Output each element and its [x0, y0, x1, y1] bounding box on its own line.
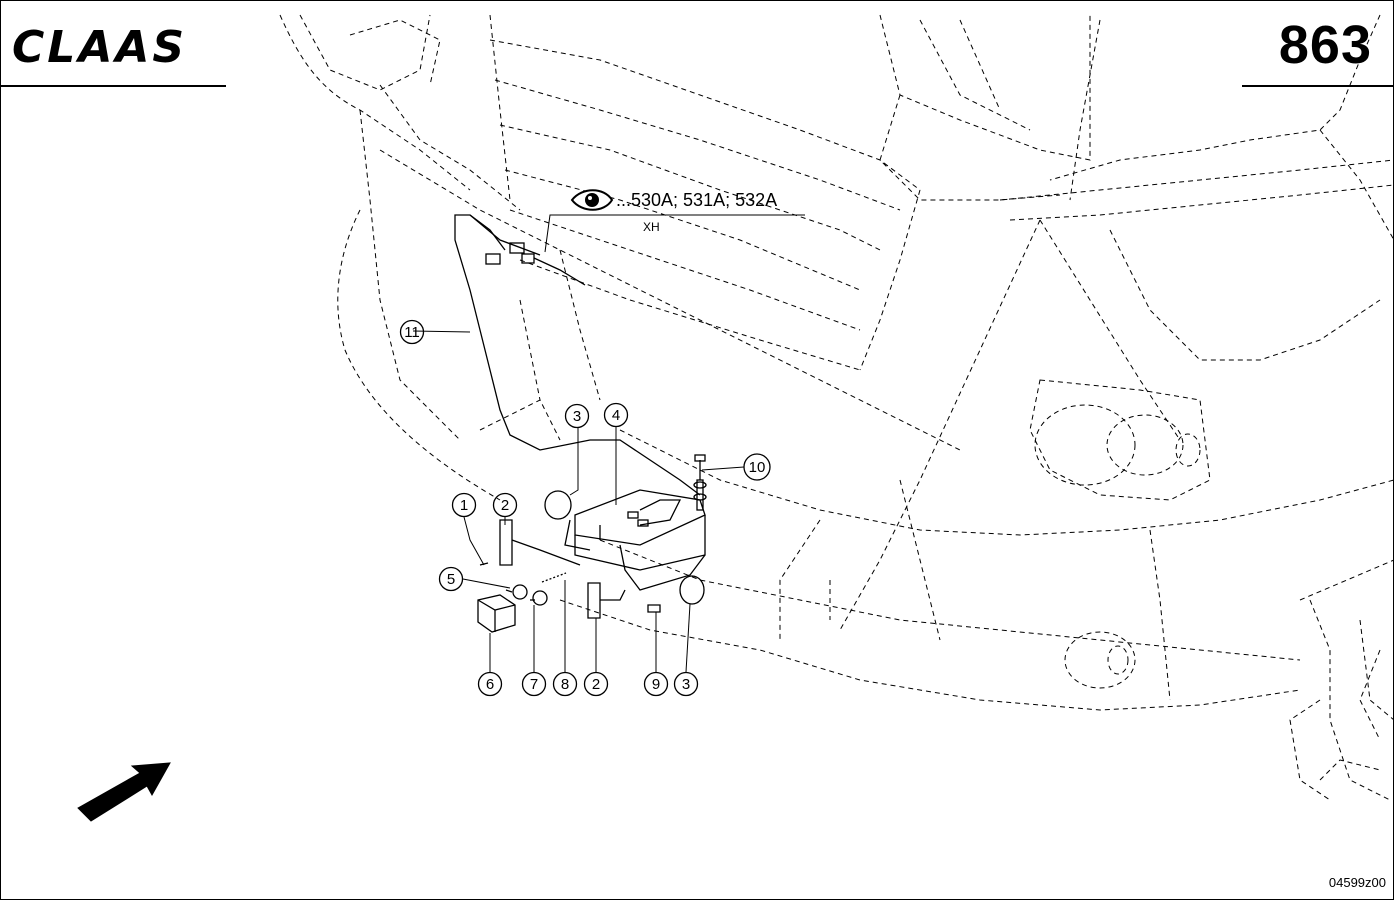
eye-icon [570, 189, 614, 211]
callout-3-bottom: 3 [673, 671, 699, 697]
callout-1: 1 [451, 492, 477, 518]
callout-4: 4 [603, 402, 629, 428]
logo-rule [0, 85, 226, 87]
svg-text:2: 2 [592, 676, 600, 693]
svg-text:3: 3 [682, 676, 690, 693]
drawing-id: 04599z00 [1328, 875, 1386, 890]
callouts: 11 3 4 1 2 5 6 7 8 2 9 3 10 [399, 319, 771, 697]
callout-2-bottom: 2 [583, 671, 609, 697]
svg-text:7: 7 [530, 676, 538, 693]
svg-text:8: 8 [561, 676, 569, 693]
callout-11: 11 [399, 319, 425, 345]
callout-3-top: 3 [564, 403, 590, 429]
callout-9: 9 [643, 671, 669, 697]
svg-text:10: 10 [749, 459, 766, 476]
callout-10: 10 [743, 453, 771, 481]
callout-8: 8 [552, 671, 578, 697]
bracket-assembly [477, 454, 707, 633]
svg-text:1: 1 [460, 497, 468, 514]
svg-text:3: 3 [573, 408, 581, 425]
callout-2-left: 2 [492, 492, 518, 518]
svg-text:5: 5 [447, 571, 455, 588]
callout-5: 5 [438, 566, 464, 592]
page-number: 863 [1278, 15, 1372, 75]
claas-logo: CLAAS [12, 22, 232, 77]
logo-text: CLAAS [12, 22, 187, 72]
svg-text:2: 2 [501, 497, 509, 514]
svg-text:11: 11 [404, 324, 420, 341]
reference-text: ...530A; 531A; 532A [616, 190, 778, 210]
svg-text:9: 9 [652, 676, 660, 693]
tractor-outline [279, 14, 1394, 801]
reference-sub-label: XH [643, 220, 660, 234]
svg-text:4: 4 [612, 407, 620, 424]
wiring-harness [454, 214, 701, 496]
callout-leaders [412, 330, 745, 673]
arrow-icon [77, 762, 171, 822]
reference-leader [544, 214, 805, 253]
page-number-rule [1242, 85, 1394, 87]
svg-text:6: 6 [486, 676, 494, 693]
callout-6: 6 [477, 671, 503, 697]
callout-7: 7 [521, 671, 547, 697]
